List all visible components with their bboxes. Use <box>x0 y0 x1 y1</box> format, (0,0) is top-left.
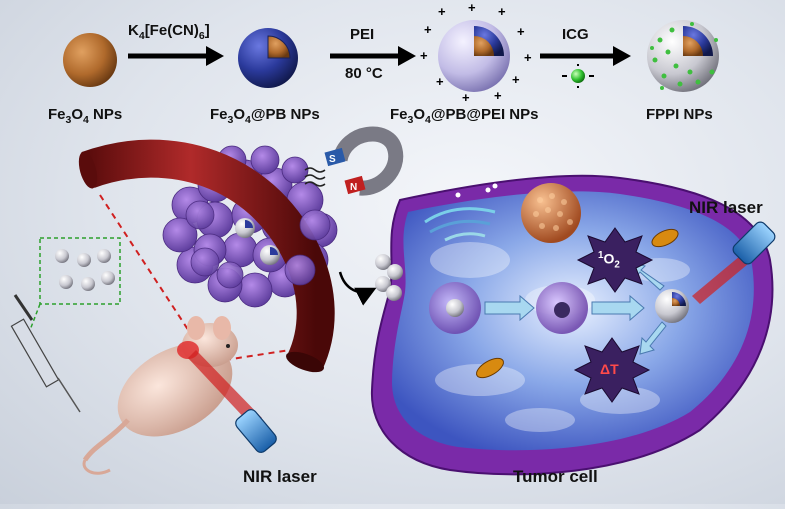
svg-text:+: + <box>420 48 428 63</box>
arrow-endo-1 <box>484 294 535 322</box>
released-nanoparticle <box>655 289 689 323</box>
golgi-organelle <box>424 183 498 242</box>
singlet-oxygen-burst <box>576 227 654 293</box>
svg-text:+: + <box>468 0 476 15</box>
zoom-lines <box>99 194 291 361</box>
label-fe3o4-pb-pei: Fe3O4@PB@PEI NPs <box>390 106 539 126</box>
arrow-step2 <box>330 46 416 66</box>
svg-text:+: + <box>524 50 532 65</box>
svg-text:+: + <box>517 24 525 39</box>
mitochondria <box>476 228 679 379</box>
svg-text:+: + <box>494 88 502 103</box>
nir-laser-left-label: NIR laser <box>243 467 317 486</box>
arrow-step3 <box>540 46 631 66</box>
svg-text:+: + <box>512 72 520 87</box>
step1-reagent-label: K4[Fe(CN)6] <box>128 22 210 42</box>
syringe-inset <box>29 237 121 331</box>
svg-text:+: + <box>438 4 446 19</box>
endosome-2 <box>536 282 588 334</box>
positive-charges: + + + + + + + + + + + <box>420 0 532 105</box>
entering-nanoparticles <box>338 254 403 306</box>
magnet-pole-s: S <box>329 154 336 165</box>
nir-laser-right-icon <box>692 221 776 304</box>
tumor-mass-front <box>185 200 331 289</box>
tumor-cell-label: Tumor cell <box>513 467 598 486</box>
heat-label: ΔT <box>600 361 619 377</box>
arrow-endo-2 <box>591 294 645 322</box>
magnet-pole-n: N <box>350 182 357 193</box>
arrow-to-heat <box>639 321 667 355</box>
svg-text:+: + <box>424 22 432 37</box>
blood-vessel <box>78 139 335 373</box>
endosome-1 <box>429 282 481 334</box>
icg-molecule-icon <box>562 64 594 88</box>
svg-text:+: + <box>498 4 506 19</box>
vessel-nanoparticles <box>235 218 280 265</box>
cloud-texture <box>430 242 690 432</box>
particle-fe3o4 <box>63 33 117 87</box>
heat-burst <box>573 337 651 403</box>
label-fe3o4: Fe3O4 NPs <box>48 106 123 126</box>
syringe-icon <box>10 294 81 413</box>
singlet-oxygen-label: 1O2 <box>598 250 620 271</box>
particle-fe3o4-pb <box>238 28 298 88</box>
step2-condition-label: 80 °C <box>345 65 383 82</box>
label-fppi: FPPI NPs <box>646 106 713 123</box>
step2-reagent-label: PEI <box>350 26 375 43</box>
nir-laser-left-icon <box>188 350 277 453</box>
particle-fppi <box>647 20 719 92</box>
magnet-icon: S N <box>304 126 404 196</box>
particle-fe3o4-pb-pei: + + + + + + + + + + + <box>420 0 532 105</box>
label-fe3o4-pb: Fe3O4@PB NPs <box>210 106 320 126</box>
nir-laser-right-label: NIR laser <box>689 198 763 217</box>
arrow-step1 <box>128 46 224 66</box>
step3-reagent-label: ICG <box>562 26 589 43</box>
svg-text:+: + <box>436 74 444 89</box>
svg-text:+: + <box>462 90 470 105</box>
ribosome-ball <box>521 183 581 243</box>
